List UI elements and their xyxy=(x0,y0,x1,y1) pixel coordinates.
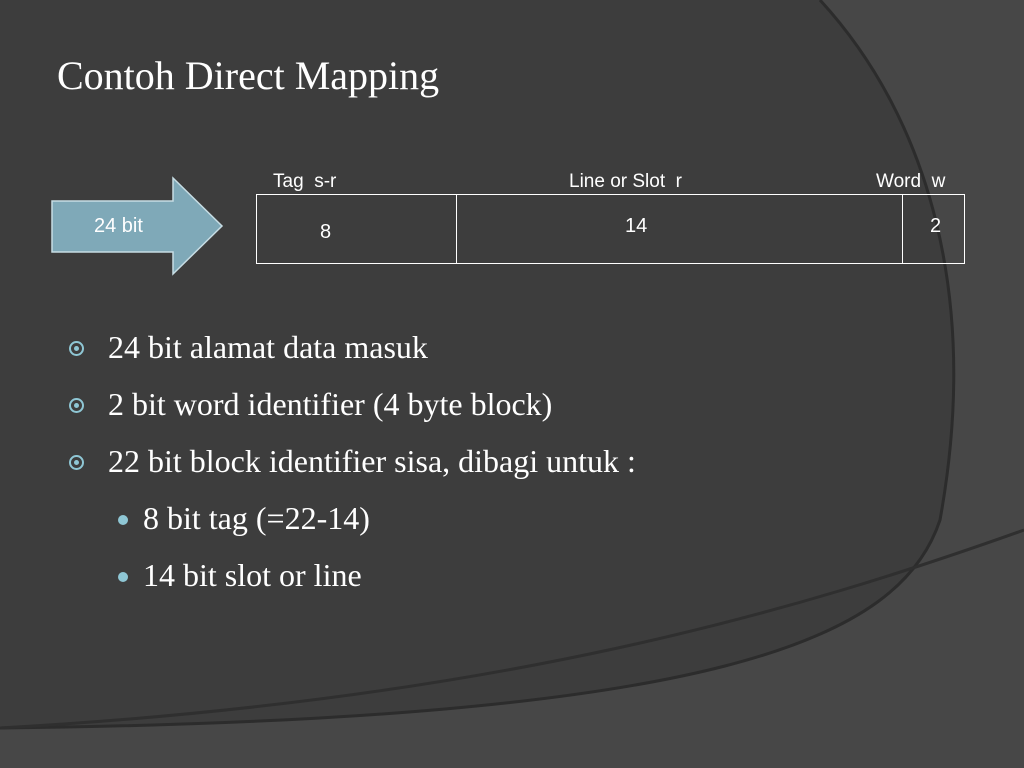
sub-bullet-item: 14 bit slot or line xyxy=(143,557,362,593)
segment-value-line: 14 xyxy=(625,215,648,237)
segment-divider-line-word xyxy=(902,194,903,264)
input-arrow-label: 24 bit xyxy=(94,215,143,237)
bullet-item: 24 bit alamat data masuk xyxy=(108,329,428,365)
bullet-circle-icon xyxy=(69,455,84,470)
bullet-circle-icon xyxy=(69,398,84,413)
segment-value-word: 2 xyxy=(930,215,942,237)
field-label-line: Line or Slot r xyxy=(569,171,682,192)
field-label-tag: Tag s-r xyxy=(273,171,337,192)
address-format-box xyxy=(256,194,965,264)
slide-title: Contoh Direct Mapping xyxy=(57,53,440,98)
bullet-circle-icon xyxy=(69,341,84,356)
segment-divider-tag-line xyxy=(456,194,457,264)
bullet-dot-icon xyxy=(118,515,128,525)
bullet-dot-icon xyxy=(118,572,128,582)
bullet-item: 22 bit block identifier sisa, dibagi unt… xyxy=(108,443,636,479)
field-label-word: Word w xyxy=(876,171,946,192)
sub-bullet-item: 8 bit tag (=22-14) xyxy=(143,500,370,536)
bullet-item: 2 bit word identifier (4 byte block) xyxy=(108,386,553,422)
segment-value-tag: 8 xyxy=(320,221,332,243)
